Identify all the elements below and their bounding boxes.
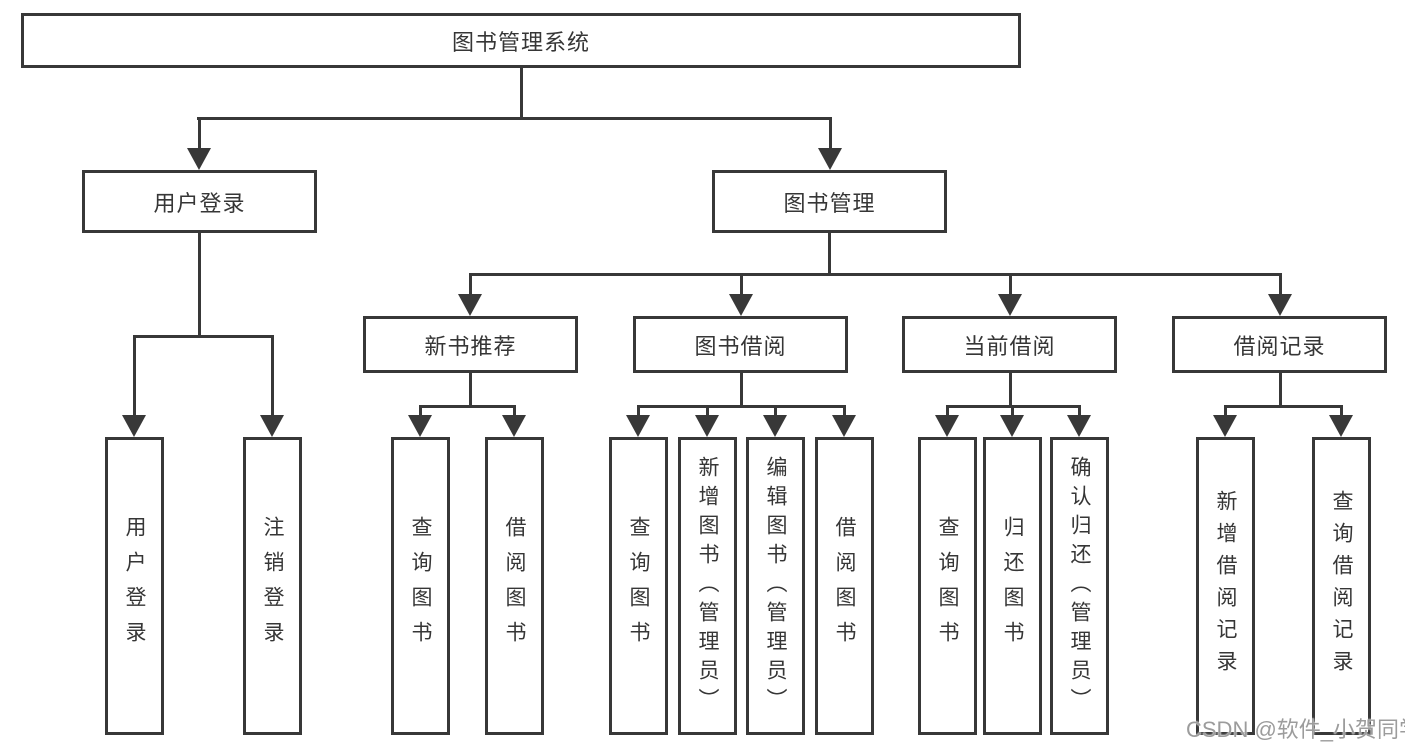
leaf-logout: 注销登录 <box>243 437 302 735</box>
node-root-label: 图书管理系统 <box>451 29 590 55</box>
node-current-borrow: 当前借阅 <box>902 316 1117 373</box>
leaf-logout-label: 注销登录 <box>261 516 284 656</box>
arrow-down-icon <box>729 273 753 316</box>
node-borrow-records: 借阅记录 <box>1172 316 1387 373</box>
arrow-down-icon <box>1268 273 1292 316</box>
arrow-down-icon <box>187 117 211 170</box>
node-book-borrow-label: 图书借阅 <box>694 333 787 359</box>
node-user-login-label: 用户登录 <box>153 190 246 216</box>
leaf-current-query-books-label: 查询图书 <box>936 516 959 656</box>
connector-hline <box>637 405 846 408</box>
leaf-edit-book-admin: 编辑图书（管理员） <box>746 437 805 735</box>
leaf-confirm-return-admin-label: 确认归还（管理员） <box>1068 455 1091 717</box>
arrow-down-icon <box>260 335 284 437</box>
connector-hline <box>946 405 1081 408</box>
node-book-borrow: 图书借阅 <box>633 316 848 373</box>
leaf-add-book-admin: 新增图书（管理员） <box>678 437 737 735</box>
node-borrow-records-label: 借阅记录 <box>1233 333 1326 359</box>
connector-vline <box>198 233 201 337</box>
arrow-down-icon <box>818 117 842 170</box>
leaf-borrow-query-books-label: 查询图书 <box>627 516 650 656</box>
arrow-down-icon <box>1213 405 1237 437</box>
leaf-borrow-query-books: 查询图书 <box>609 437 668 735</box>
arrow-down-icon <box>1000 405 1024 437</box>
node-book-management: 图书管理 <box>712 170 947 233</box>
leaf-recommend-query-books: 查询图书 <box>391 437 450 735</box>
arrow-down-icon <box>832 405 856 437</box>
leaf-current-query-books: 查询图书 <box>918 437 977 735</box>
leaf-return-books: 归还图书 <box>983 437 1042 735</box>
connector-vline <box>740 373 743 407</box>
watermark: CSDN @软件_小贺同学 <box>1186 717 1405 742</box>
node-current-borrow-label: 当前借阅 <box>963 333 1056 359</box>
connector-vline <box>1279 373 1282 407</box>
arrow-down-icon <box>502 405 526 437</box>
node-root: 图书管理系统 <box>21 13 1021 68</box>
leaf-add-borrow-record-label: 新增借阅记录 <box>1214 490 1237 682</box>
connector-hline <box>197 117 832 120</box>
leaf-recommend-borrow-books-label: 借阅图书 <box>503 516 526 656</box>
leaf-add-book-admin-label: 新增图书（管理员） <box>696 455 719 717</box>
leaf-query-borrow-record-label: 查询借阅记录 <box>1330 490 1353 682</box>
connector-vline <box>1009 373 1012 407</box>
connector-hline <box>1224 405 1343 408</box>
leaf-add-borrow-record: 新增借阅记录 <box>1196 437 1255 735</box>
leaf-recommend-borrow-books: 借阅图书 <box>485 437 544 735</box>
node-book-management-label: 图书管理 <box>783 190 876 216</box>
connector-hline <box>133 335 274 338</box>
connector-vline <box>520 68 523 119</box>
connector-vline <box>469 373 472 407</box>
connector-vline <box>828 233 831 275</box>
arrow-down-icon <box>695 405 719 437</box>
arrow-down-icon <box>935 405 959 437</box>
arrow-down-icon <box>626 405 650 437</box>
arrow-down-icon <box>1067 405 1091 437</box>
arrow-down-icon <box>763 405 787 437</box>
leaf-user-login-label: 用户登录 <box>123 516 146 656</box>
leaf-return-books-label: 归还图书 <box>1001 516 1024 656</box>
arrow-down-icon <box>122 335 146 437</box>
leaf-edit-book-admin-label: 编辑图书（管理员） <box>764 455 787 717</box>
node-new-book-recommend-label: 新书推荐 <box>424 333 517 359</box>
connector-hline <box>419 405 516 408</box>
leaf-borrow-books-label: 借阅图书 <box>833 516 856 656</box>
arrow-down-icon <box>458 273 482 316</box>
arrow-down-icon <box>1329 405 1353 437</box>
arrow-down-icon <box>408 405 432 437</box>
leaf-query-borrow-record: 查询借阅记录 <box>1312 437 1371 735</box>
connector-hline <box>469 273 1281 276</box>
leaf-user-login: 用户登录 <box>105 437 164 735</box>
arrow-down-icon <box>998 273 1022 316</box>
node-user-login: 用户登录 <box>82 170 317 233</box>
node-new-book-recommend: 新书推荐 <box>363 316 578 373</box>
leaf-recommend-query-books-label: 查询图书 <box>409 516 432 656</box>
leaf-confirm-return-admin: 确认归还（管理员） <box>1050 437 1109 735</box>
leaf-borrow-books: 借阅图书 <box>815 437 874 735</box>
